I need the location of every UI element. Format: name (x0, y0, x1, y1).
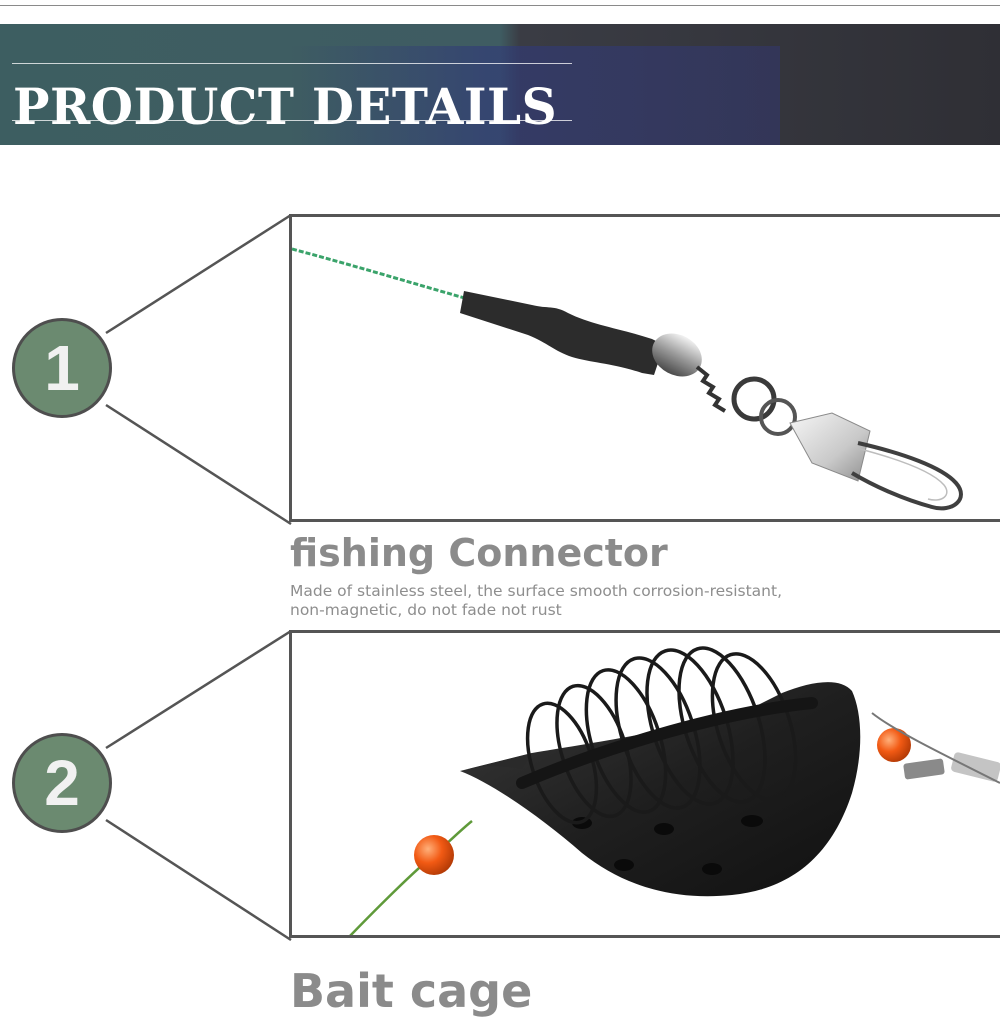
item-description-1-line-1: Made of stainless steel, the surface smo… (290, 582, 783, 600)
item-title-2: Bait cage (290, 964, 533, 1018)
section-title: PRODUCT DETAILS (13, 77, 558, 136)
leader-line-2-bottom (105, 818, 292, 942)
bait-cage-feeder-icon (349, 646, 1000, 935)
section-header-banner: PRODUCT DETAILS (0, 24, 1000, 145)
leader-line-1-bottom (105, 403, 292, 526)
title-rule-top (12, 63, 572, 64)
item-number-badge-2: 2 (12, 733, 112, 833)
product-image-frame-2 (289, 630, 1000, 938)
swivel-snap-connector-icon (292, 247, 963, 511)
title-rule-bottom (12, 120, 572, 121)
item-number-2: 2 (44, 747, 80, 819)
item-description-1-line-2: non-magnetic, do not fade not rust (290, 601, 562, 619)
top-divider (0, 5, 1000, 6)
item-description-1: Made of stainless steel, the surface smo… (290, 582, 850, 620)
leader-line-2-top (105, 629, 292, 750)
item-title-1: fishing Connector (290, 531, 668, 575)
banner-glow (290, 46, 780, 145)
leader-line-1-top (105, 213, 292, 335)
product-image-frame-1 (289, 214, 1000, 522)
item-number-badge-1: 1 (12, 318, 112, 418)
item-number-1: 1 (44, 332, 80, 404)
